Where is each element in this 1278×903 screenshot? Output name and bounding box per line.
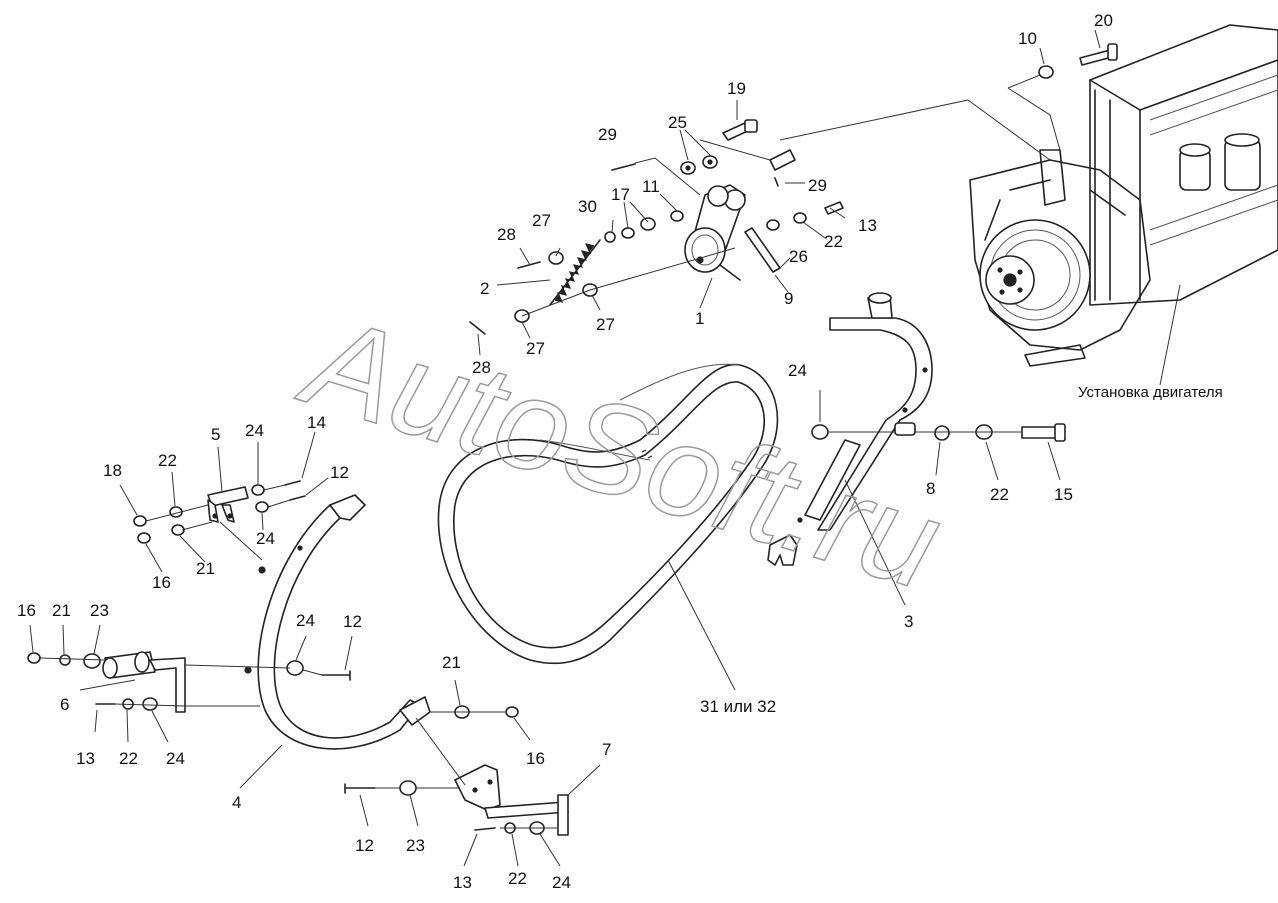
callout-9: 9: [784, 289, 793, 308]
callout-22: 22: [824, 232, 843, 251]
callout-29: 29: [598, 125, 617, 144]
callout-1: 1: [695, 309, 704, 328]
callout-20: 20: [1094, 11, 1113, 30]
callout-26: 26: [789, 247, 808, 266]
callout-18: 18: [103, 461, 122, 480]
callout-15: 15: [1054, 485, 1073, 504]
callout-24: 24: [245, 421, 264, 440]
callout-11: 11: [642, 177, 660, 196]
engine-drawing: [969, 24, 1278, 367]
callout-13: 13: [453, 873, 472, 892]
callout-5: 5: [211, 425, 220, 444]
callout-27: 27: [532, 211, 551, 230]
bracket-5: [207, 486, 249, 523]
callout-27: 27: [596, 315, 615, 334]
callout-21: 21: [52, 601, 71, 620]
callout-12: 12: [355, 836, 374, 855]
drive-belt: [437, 363, 779, 665]
callout-8: 8: [926, 479, 935, 498]
tensioner-assembly: [469, 119, 844, 335]
callout-21: 21: [442, 653, 461, 672]
callout-7: 7: [602, 740, 611, 759]
support-arm-4: [244, 494, 431, 750]
callout-6: 6: [60, 695, 69, 714]
callout-22: 22: [119, 749, 138, 768]
callout-12: 12: [343, 612, 362, 631]
callout-27: 27: [526, 339, 545, 358]
callout-3: 3: [904, 612, 913, 631]
callout-24: 24: [296, 611, 315, 630]
bracket-6: [102, 651, 186, 713]
callout-17: 17: [611, 185, 630, 204]
callout-23: 23: [406, 836, 425, 855]
callout-16: 16: [152, 573, 171, 592]
bracket-7: [454, 764, 569, 836]
callout-14: 14: [307, 413, 326, 432]
engine-installation-note: Установка двигателя: [1078, 384, 1223, 401]
callout-16: 16: [17, 601, 36, 620]
callout-2: 2: [480, 279, 489, 298]
callout-22: 22: [990, 485, 1009, 504]
callout-24: 24: [788, 361, 807, 380]
callout-13: 13: [76, 749, 95, 768]
callout-30: 30: [578, 197, 597, 216]
support-arm-3: [767, 292, 933, 566]
callout-29: 29: [808, 176, 827, 195]
callout-labels: 20 10 19 29 25 29 30 17 11 13 22 27 28 2…: [17, 11, 1113, 892]
callout-25: 25: [668, 113, 687, 132]
callout-19: 19: [727, 79, 746, 98]
callout-24: 24: [256, 529, 275, 548]
callout-24: 24: [552, 873, 571, 892]
callout-4: 4: [232, 793, 241, 812]
callout-22: 22: [158, 451, 177, 470]
belt-callout: 31 или 32: [700, 697, 776, 716]
callout-28: 28: [497, 225, 516, 244]
callout-10: 10: [1018, 29, 1037, 48]
watermark: AutoSoft.ru: [285, 285, 956, 617]
callout-12: 12: [330, 463, 349, 482]
callout-16: 16: [526, 749, 545, 768]
callout-21: 21: [196, 559, 215, 578]
callout-23: 23: [90, 601, 109, 620]
callout-28: 28: [472, 358, 491, 377]
callout-22: 22: [508, 869, 527, 888]
callout-24: 24: [166, 749, 185, 768]
callout-13: 13: [858, 216, 877, 235]
